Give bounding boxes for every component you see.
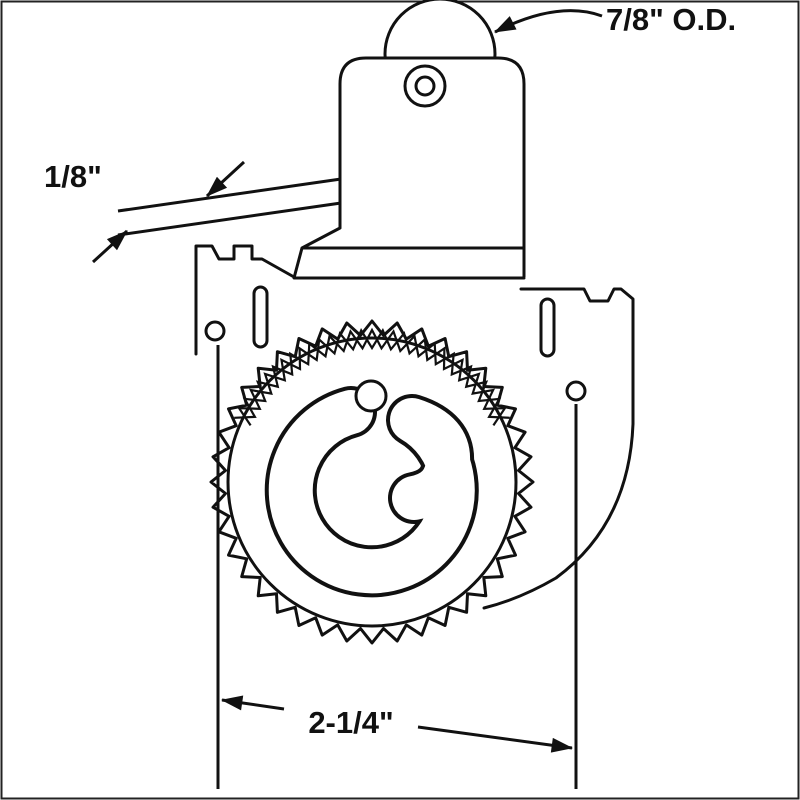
bar-thickness-label: 1/8" (44, 159, 102, 194)
axle-rivet-inner (414, 75, 436, 97)
mounting-plate-left-edge (194, 244, 296, 356)
roller-od-leader-arrow (494, 9, 603, 34)
knurl-pattern (234, 327, 510, 419)
spring-clip-pin (354, 379, 388, 413)
bar-thickness-arrow-bottom (91, 229, 129, 264)
mount-spacing-label: 2-1/4" (308, 705, 393, 740)
mounting-slot-left (252, 285, 269, 349)
bar-bottom-line (117, 201, 342, 237)
roller-od-label: 7/8" O.D. (606, 2, 736, 37)
dimension-arrow-right (417, 725, 574, 753)
bar-thickness-arrow-top (205, 160, 246, 198)
knurl-pattern (237, 328, 507, 427)
mounting-slot-right (539, 297, 556, 358)
bar-top-line (117, 177, 342, 213)
bracket-flange (292, 226, 526, 280)
spring-clip-face (268, 390, 475, 594)
screw-hole-right (565, 380, 587, 402)
bracket (338, 56, 526, 277)
mounting-plate-right-edge (482, 287, 635, 610)
screw-hole-left (204, 320, 226, 342)
dimension-arrow-left (220, 695, 285, 711)
